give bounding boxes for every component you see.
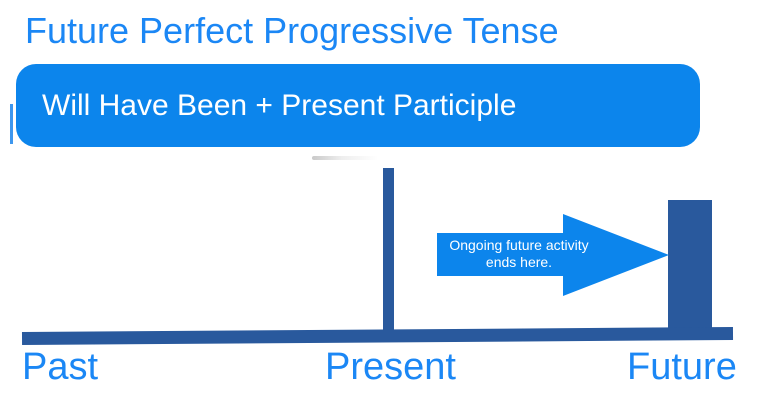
page-title: Future Perfect Progressive Tense (25, 10, 559, 51)
timeline-label-present: Present (325, 346, 456, 388)
right-arrow-icon (437, 214, 669, 296)
timeline-label-future: Future (627, 346, 737, 388)
formula-box: Will Have Been + Present Participle (16, 64, 700, 147)
arrow-annotation-line2: ends here. (485, 254, 553, 270)
left-edge-artifact-line (10, 104, 13, 144)
timeline-baseline (21, 327, 734, 345)
faint-smudge-artifact (312, 156, 378, 160)
future-marker-bar (668, 200, 712, 334)
arrow-annotation: Ongoing future activity ends here. (440, 237, 598, 271)
present-marker-bar (383, 168, 394, 334)
timeline-label-past: Past (22, 346, 99, 388)
formula-box-label: Will Have Been + Present Participle (42, 88, 517, 122)
arrow-annotation-line1: Ongoing future activity (449, 237, 589, 253)
